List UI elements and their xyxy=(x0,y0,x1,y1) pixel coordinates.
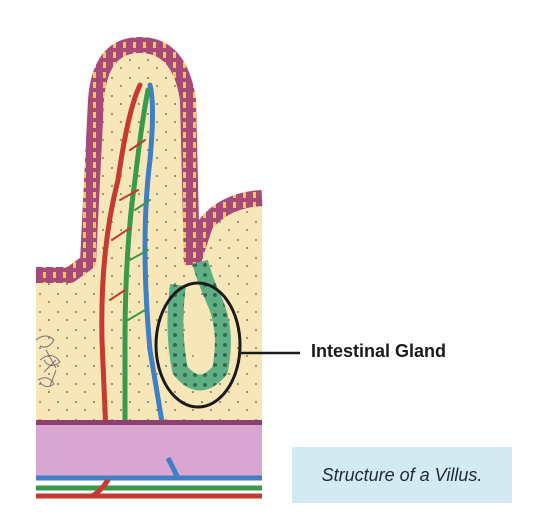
intestinal-gland-label: Intestinal Gland xyxy=(311,341,447,361)
crypt-epithelium xyxy=(184,190,263,268)
vein xyxy=(142,82,171,461)
blood-vessels xyxy=(99,82,171,483)
artery xyxy=(99,82,143,483)
caption-text: Structure of a Villus. xyxy=(321,464,483,485)
gland-highlight-ellipse xyxy=(154,281,242,409)
muscularis xyxy=(36,420,262,499)
intestinal-gland xyxy=(167,259,231,391)
lacteal xyxy=(122,87,151,468)
caption-box: Structure of a Villus. xyxy=(292,447,512,503)
villus-epithelium xyxy=(36,37,200,283)
connective-tissue-cluster xyxy=(35,335,61,388)
